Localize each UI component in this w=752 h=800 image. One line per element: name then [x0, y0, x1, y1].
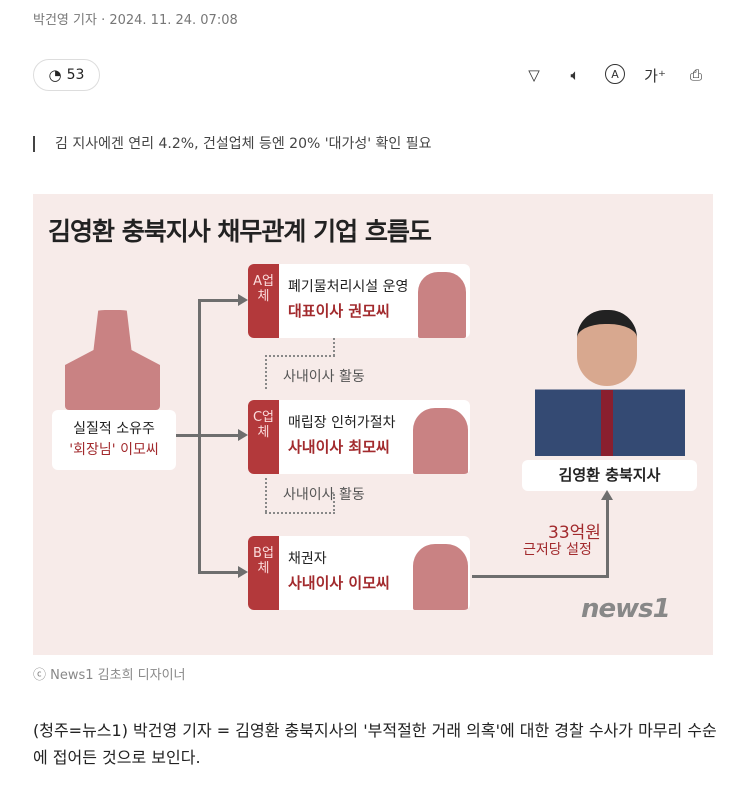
dotted-link: [265, 512, 335, 514]
company-desc: 폐기물처리시설 운영: [288, 279, 409, 295]
company-desc: 채권자: [288, 551, 327, 567]
infographic-title: 김영환 충북지사 채무관계 기업 흐름도: [48, 217, 432, 246]
arrow-up-icon: [601, 490, 613, 500]
comment-icon: ◔: [48, 66, 62, 84]
activity-label: 사내이사 활동: [283, 487, 365, 503]
comment-count: 53: [66, 67, 85, 83]
connector-line: [198, 299, 240, 302]
amount-label: 33억원: [548, 523, 601, 543]
image-caption: ⓒ News1 김초희 디자이너: [33, 668, 186, 683]
company-desc: 매립장 인허가절차: [288, 415, 396, 431]
article-subtitle: 김 지사에겐 연리 4.2%, 건설업체 등엔 20% '대가성' 확인 필요: [33, 136, 431, 152]
company-tag: A업체: [248, 264, 279, 338]
company-person: 사내이사 최모씨: [288, 438, 390, 456]
article-body: (청주=뉴스1) 박건영 기자 = 김영환 충북지사의 '부적절한 거래 의혹'…: [33, 721, 717, 767]
company-c-box: C업체 매립장 인허가절차 사내이사 최모씨: [248, 400, 470, 474]
owner-line2: '회장님' 이모씨: [69, 442, 159, 458]
connector-line: [198, 571, 240, 574]
company-b-box: B업체 채권자 사내이사 이모씨: [248, 536, 470, 610]
connector-line: [472, 575, 609, 578]
connector-line: [176, 434, 200, 437]
article-toolbar: ▽ 🔈︎ A 가⁺ ⎙: [523, 64, 707, 86]
arrow-right-icon: [238, 429, 248, 441]
listen-icon[interactable]: 🔈︎: [570, 66, 580, 84]
person-silhouette-icon: [413, 408, 468, 474]
connector-line: [606, 500, 609, 578]
arrow-right-icon: [238, 566, 248, 578]
dotted-link: [333, 494, 335, 514]
dotted-link: [333, 338, 335, 356]
comment-button[interactable]: ◔ 53: [33, 59, 100, 91]
owner-silhouette-icon: [65, 310, 160, 410]
company-person: 대표이사 권모씨: [288, 302, 390, 320]
connector-line: [198, 434, 240, 437]
person-silhouette-icon: [413, 544, 468, 610]
owner-box: 실질적 소유주 '회장님' 이모씨: [52, 410, 176, 470]
governor-photo: [535, 308, 685, 456]
font-size-icon[interactable]: 가⁺: [644, 66, 666, 85]
company-tag: C업체: [248, 400, 279, 474]
summary-icon[interactable]: ▽: [528, 66, 540, 84]
dotted-link: [265, 478, 267, 512]
translate-icon[interactable]: A: [605, 64, 625, 84]
activity-label: 사내이사 활동: [283, 369, 365, 385]
arrow-right-icon: [238, 294, 248, 306]
company-person: 사내이사 이모씨: [288, 574, 390, 592]
person-silhouette-icon: [418, 272, 466, 338]
amount-note: 근저당 설정: [523, 542, 592, 558]
infographic: 김영환 충북지사 채무관계 기업 흐름도 실질적 소유주 '회장님' 이모씨 A…: [33, 194, 713, 655]
company-tag: B업체: [248, 536, 279, 610]
print-icon[interactable]: ⎙: [689, 66, 702, 84]
dotted-link: [265, 355, 267, 389]
company-a-box: A업체 폐기물처리시설 운영 대표이사 권모씨: [248, 264, 470, 338]
governor-label: 김영환 충북지사: [522, 460, 697, 491]
news1-logo: news1: [581, 594, 671, 624]
byline: 박건영 기자 · 2024. 11. 24. 07:08: [33, 13, 238, 28]
dotted-link: [265, 355, 335, 357]
owner-line1: 실질적 소유주: [73, 421, 155, 437]
